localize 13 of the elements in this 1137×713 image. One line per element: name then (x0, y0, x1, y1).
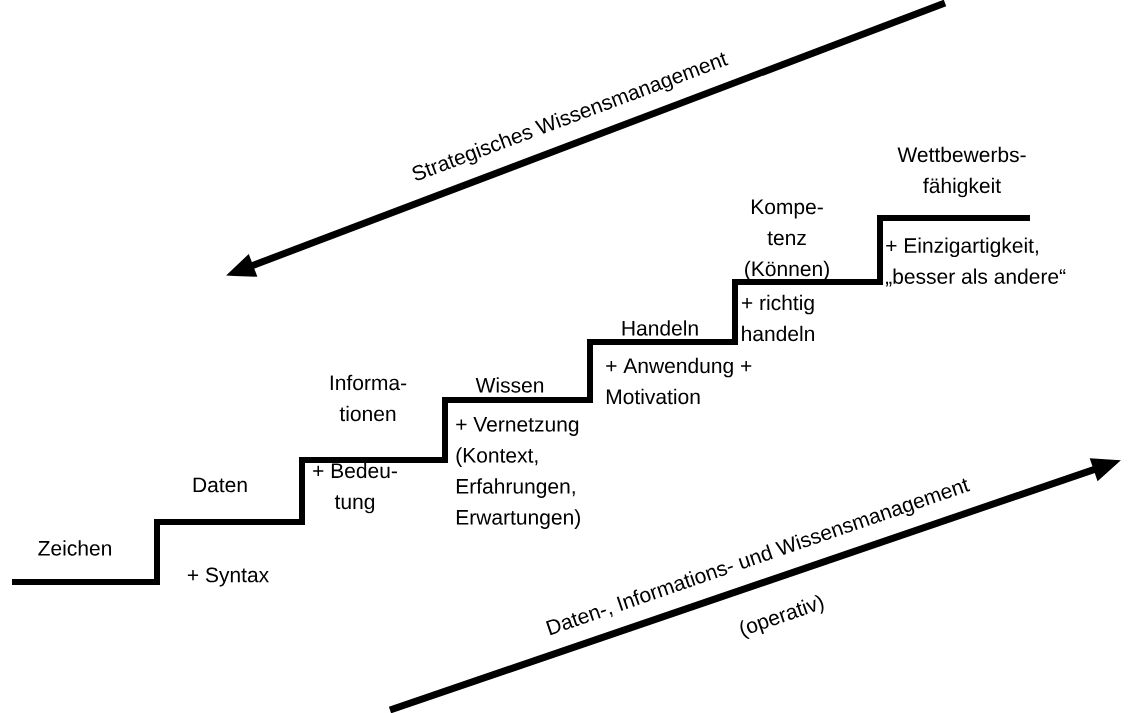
step-requirement: + Bedeu- tung (313, 462, 397, 514)
step-label: Handeln (622, 320, 698, 336)
step-label: Kompe- tenz (Können) (745, 199, 829, 281)
step-label: Zeichen (38, 540, 111, 556)
step-requirement: + richtig handeln (741, 294, 814, 342)
step-requirement: + Vernetzung (Kontext, Erfahrungen, Erwartungen) (456, 417, 580, 529)
step-label: Informa- tionen (330, 374, 407, 422)
step-requirement: + Anwendung + Motivation (606, 357, 752, 405)
step-label: Daten (193, 477, 247, 493)
step-requirement: + Einzigartigkeit, „besser als andere“ (886, 237, 1066, 287)
step-label: Wissen (475, 377, 544, 393)
step-label: Wettbewerbs- fähigkeit (897, 146, 1026, 198)
step-requirement: + Syntax (187, 567, 269, 587)
